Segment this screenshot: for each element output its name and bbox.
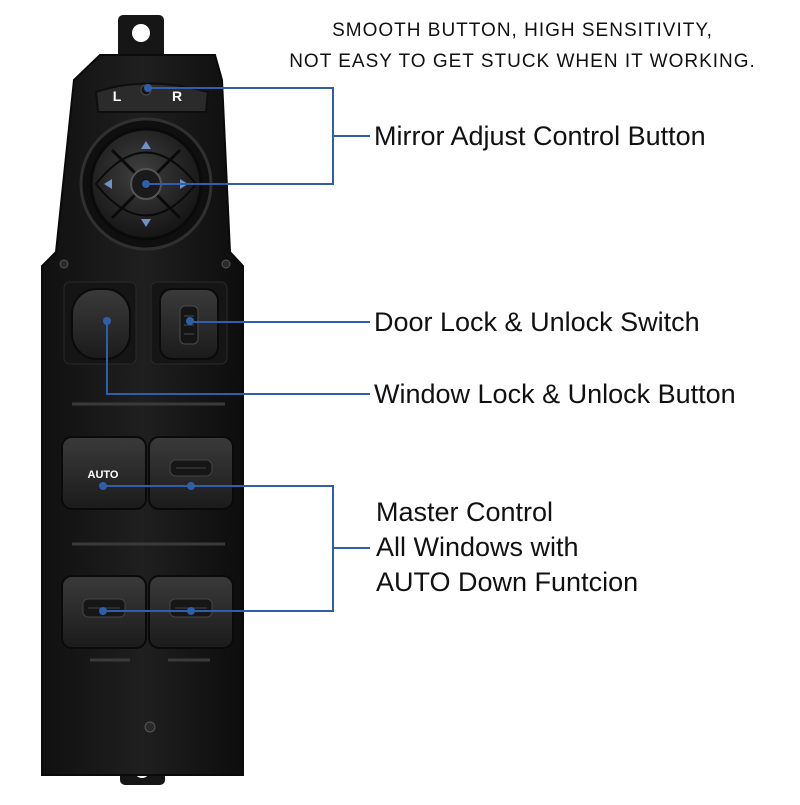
window-lock-label: Window Lock & Unlock Button <box>374 379 736 409</box>
master-control-label-line-2: All Windows with <box>376 532 579 562</box>
door-lock-label: Door Lock & Unlock Switch <box>374 307 700 337</box>
mirror-adjust-label: Mirror Adjust Control Button <box>374 121 706 151</box>
window-switch-front-right[interactable] <box>148 436 234 510</box>
mirror-selector-right-label: R <box>172 88 182 104</box>
callout-lines <box>103 87 370 612</box>
master-control-label-line-3: AUTO Down Funtcion <box>376 567 639 597</box>
auto-label: AUTO <box>88 469 119 481</box>
headline-line-2: NOT EASY TO GET STUCK WHEN IT WORKING. <box>289 51 756 72</box>
headline-line-1: SMOOTH BUTTON, HIGH SENSITIVITY, <box>332 20 713 41</box>
panel-dividers <box>72 402 225 662</box>
master-control-label-line-1: Master Control <box>376 497 554 527</box>
window-switch-front-left[interactable]: AUTO <box>61 436 147 510</box>
mirror-selector-left-label: L <box>113 88 122 104</box>
panel-screws <box>59 259 231 733</box>
window-lock-unlock-button[interactable] <box>71 288 131 360</box>
